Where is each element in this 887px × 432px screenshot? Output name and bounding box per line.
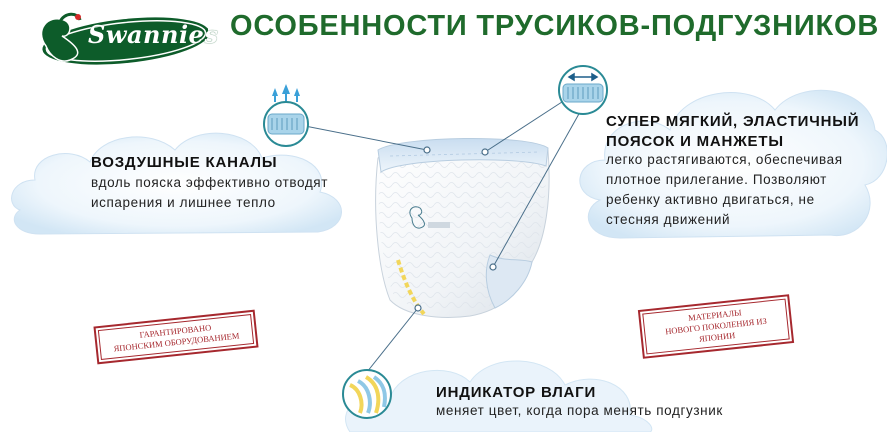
wetness-indicator-icon bbox=[342, 369, 392, 419]
logo-graphic bbox=[40, 12, 210, 65]
soft-belt-line: легко растягиваются, обеспечивая bbox=[606, 152, 843, 167]
soft-belt-line: ребенку активно двигаться, не bbox=[606, 192, 815, 207]
soft-belt-title-line: ПОЯСОК И МАНЖЕТЫ bbox=[606, 133, 784, 150]
soft-belt-line: стесняя движений bbox=[606, 212, 731, 227]
stamp-line: МАТЕРИАЛЫ bbox=[687, 307, 742, 323]
logo-text: Swannies bbox=[88, 20, 219, 49]
air-channels-title: ВОЗДУШНЫЕ КАНАЛЫ bbox=[91, 154, 278, 171]
wetness-indicator-description: меняет цвет, когда пора менять подгузник bbox=[436, 403, 723, 418]
air-channels-icon bbox=[263, 84, 309, 147]
page-title: ОСОБЕННОСТИ ТРУСИКОВ-ПОДГУЗНИКОВ bbox=[230, 10, 880, 42]
cloud-right bbox=[579, 89, 887, 239]
stretch-belt-icon bbox=[558, 65, 608, 115]
air-channels-description: вдоль пояска эффективно отводят испарени… bbox=[91, 173, 361, 213]
soft-belt-title-line: СУПЕР МЯГКИЙ, ЭЛАСТИЧНЫЙ bbox=[606, 113, 860, 130]
air-channels-line: испарения и лишнее тепло bbox=[91, 195, 276, 210]
swannies-logo: Swannies bbox=[34, 8, 218, 70]
stamp-line: НОВОГО ПОКОЛЕНИЯ ИЗ ЯПОНИИ bbox=[664, 315, 768, 344]
soft-belt-title: СУПЕР МЯГКИЙ, ЭЛАСТИЧНЫЙ ПОЯСОК И МАНЖЕТ… bbox=[606, 112, 859, 152]
air-channels-line: вдоль пояска эффективно отводят bbox=[91, 175, 328, 190]
diaper-emblem bbox=[409, 206, 450, 229]
wetness-indicator-title: ИНДИКАТОР ВЛАГИ bbox=[436, 384, 597, 401]
soft-belt-description: легко растягиваются, обеспечивая плотное… bbox=[606, 150, 866, 230]
soft-belt-line: плотное прилегание. Позволяют bbox=[606, 172, 827, 187]
cloud-left bbox=[11, 132, 342, 235]
